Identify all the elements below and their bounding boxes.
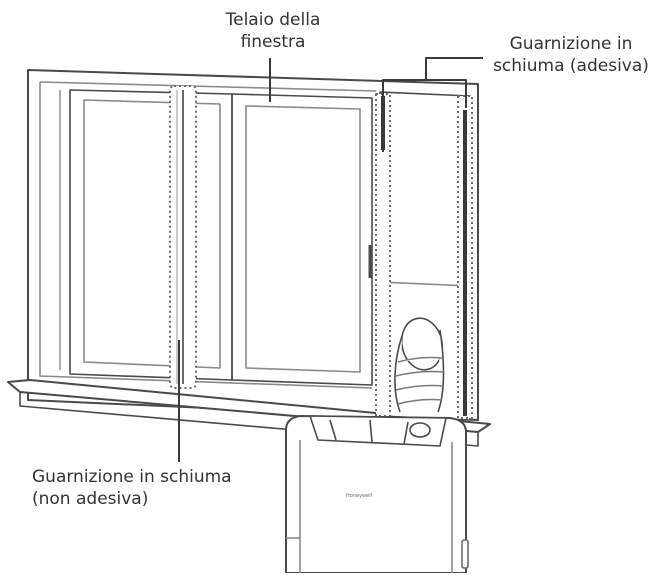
callout-adhesive-foam-top (425, 57, 483, 80)
window-frame-top-inner (39, 81, 377, 92)
right-sash (231, 93, 373, 386)
label-window-frame: Telaio della finestra (198, 9, 348, 53)
label-adhesive-foam-line2: schiuma (adesiva) (493, 56, 649, 76)
panel-divider (379, 281, 471, 287)
sill-front (19, 392, 479, 447)
label-window-frame-line2: finestra (240, 32, 306, 52)
label-window-frame-line1: Telaio della (225, 10, 321, 30)
label-adhesive-foam: Guarnizione in schiuma (adesiva) (478, 33, 664, 77)
label-non-adhesive-foam-line2: (non adesiva) (32, 489, 149, 509)
callout-adhesive-foam (382, 79, 467, 152)
label-adhesive-foam-line1: Guarnizione in (509, 34, 633, 54)
unit-brand-logo: Honeywell (346, 493, 372, 499)
exhaust-hose (394, 317, 445, 413)
foam-seal-adhesive-right (457, 95, 473, 419)
right-glass (245, 105, 361, 373)
window-frame-outer (27, 69, 479, 421)
portable-ac-unit (285, 415, 469, 574)
label-non-adhesive-foam-line1: Guarnizione in schiuma (32, 467, 232, 487)
left-glass (83, 99, 221, 369)
label-non-adhesive-foam: Guarnizione in schiuma (non adesiva) (32, 466, 232, 510)
window-kit-panel (379, 91, 471, 421)
foam-seal-non-adhesive (169, 85, 197, 389)
window-frame-inner (39, 82, 373, 389)
left-sash (69, 89, 233, 381)
